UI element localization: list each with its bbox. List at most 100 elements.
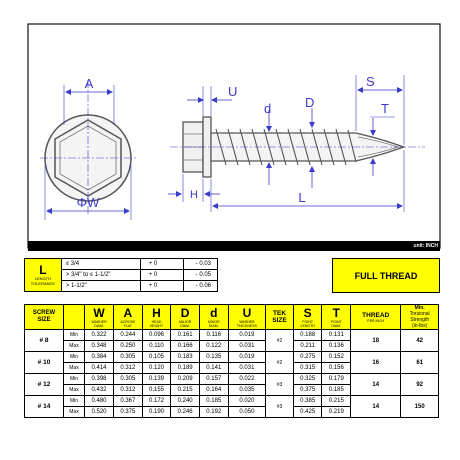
dimension-h: H — [168, 174, 220, 202]
header-tek-word: TEK — [273, 310, 287, 317]
dimension-t: T — [370, 101, 395, 176]
cell-h: 0.190 — [141, 406, 172, 418]
cell-minor-d: 0.157 — [198, 373, 229, 385]
header-u-sub-1: WASHER — [239, 319, 255, 324]
max-label: Max — [63, 406, 85, 418]
header-s-sub-1: POINT — [302, 319, 313, 324]
cell-thread: 18 — [350, 329, 402, 352]
header-t-letter: T — [332, 305, 340, 320]
dimension-d-minor: d — [264, 101, 272, 185]
cell-tek: #2 — [265, 351, 294, 374]
cell-a: 0.250 — [113, 340, 143, 352]
screw-technical-drawing: A ΦW — [27, 23, 441, 249]
cell-u: 0.050 — [227, 406, 267, 418]
header-h: H HEAD HEIGHT — [141, 304, 172, 330]
cell-thread: 16 — [350, 351, 402, 374]
tolerance-plus: + 0 — [139, 280, 184, 292]
cell-major-d: 0.240 — [170, 395, 200, 407]
header-w-sub-2: DIAM. — [94, 323, 104, 328]
label-t: T — [381, 101, 389, 116]
cell-torsion: 42 — [400, 329, 439, 352]
screw-size: # 8 — [24, 329, 64, 352]
dimension-d-major: D — [305, 95, 315, 188]
table-row: Max 0.520 0.375 0.190 0.246 0.192 0.050 … — [25, 406, 439, 418]
label-d: d — [264, 101, 271, 116]
header-thread-word: THREAD — [362, 311, 390, 319]
cell-major-d: 0.189 — [170, 362, 200, 374]
header-tek-size-word: SIZE — [272, 317, 287, 324]
label-s: S — [366, 74, 375, 89]
cell-s: 0.211 — [292, 340, 323, 352]
cell-w: 0.384 — [83, 351, 115, 363]
cell-t: 0.185 — [321, 384, 352, 396]
header-s-sub-2: LENGTH — [300, 323, 315, 328]
label-h: H — [190, 189, 198, 201]
header-min-torsional-3: Strength — [410, 317, 430, 323]
cell-a: 0.375 — [113, 406, 143, 418]
max-label: Max — [63, 384, 85, 396]
cell-s: 0.375 — [292, 384, 323, 396]
cell-minor-d: 0.185 — [198, 395, 229, 407]
unit-label: unit: INCH — [413, 243, 438, 249]
header-h-letter: H — [152, 305, 161, 320]
dimension-u: U — [187, 84, 237, 116]
cell-tek: #2 — [265, 329, 294, 352]
header-h-sub-1: HEAD — [151, 319, 162, 324]
cell-minor-d: 0.164 — [198, 384, 229, 396]
cell-a: 0.244 — [113, 329, 143, 341]
header-tek-size: TEK SIZE — [265, 304, 294, 330]
tolerance-sublabel-2: TOLERANCE — [30, 281, 56, 286]
header-thread-sub: PER INCH — [367, 318, 385, 323]
header-thread: THREAD PER INCH — [350, 304, 402, 330]
cell-s: 0.275 — [292, 351, 323, 363]
header-min-torsional: Min. Torsional Strength (in-lbs) — [400, 304, 439, 330]
full-thread-box: FULL THREAD — [332, 258, 440, 293]
tolerance-label-cell: L LENGTH TOLERANCE — [24, 258, 62, 292]
unit-bar — [28, 241, 440, 251]
header-w-letter: W — [93, 305, 105, 320]
label-l: L — [298, 190, 305, 205]
label-u: U — [228, 84, 237, 99]
header-w: W WASHER DIAM. — [83, 304, 115, 330]
header-minor-d-letter: d — [210, 305, 218, 320]
header-min-torsional-4: (in-lbs) — [412, 323, 428, 329]
tolerance-sublabel-1: LENGTH — [34, 276, 52, 281]
tolerance-condition: > 1-1/2" — [60, 280, 141, 292]
tolerance-minus: - 0.03 — [182, 258, 219, 270]
cell-w: 0.398 — [83, 373, 115, 385]
cell-minor-d: 0.192 — [198, 406, 229, 418]
cell-minor-d: 0.116 — [198, 329, 229, 341]
cell-a: 0.312 — [113, 384, 143, 396]
tolerance-label: L — [39, 263, 47, 277]
header-t-sub-2: DIAM. — [331, 323, 342, 328]
header-minor-d-sub-2: DIAM. — [208, 323, 219, 328]
header-min-torsional-2: Torsional — [409, 311, 430, 317]
cell-s: 0.425 — [292, 406, 323, 418]
header-minor-d-sub-1: MINOR — [207, 319, 220, 324]
header-major-d-letter: D — [180, 305, 190, 320]
min-label: Min — [63, 351, 85, 363]
cell-h: 0.110 — [141, 340, 172, 352]
cell-torsion: 150 — [400, 395, 439, 418]
cell-major-d: 0.209 — [170, 373, 200, 385]
max-label: Max — [63, 362, 85, 374]
cell-thread: 14 — [350, 373, 402, 396]
cell-a: 0.305 — [113, 351, 143, 363]
table-row: # 10 Min 0.384 0.305 0.105 0.183 0.135 0… — [24, 351, 439, 374]
header-a-sub-1: ACROSS — [120, 319, 136, 324]
max-label: Max — [63, 340, 85, 352]
cell-s: 0.385 — [292, 395, 323, 407]
table-row: > 3/4" to ≤ 1-1/2" + 0 - 0.05 — [25, 269, 219, 281]
min-label: Min — [63, 373, 85, 385]
cell-major-d: 0.161 — [170, 329, 200, 341]
table-header-row: SCREW SIZE W WASHER DIAM. A ACROSS FLAT … — [24, 304, 439, 330]
cell-u: 0.035 — [227, 384, 267, 396]
table-row: # 14 Min 0.480 0.367 0.172 0.240 0.185 0… — [24, 395, 439, 418]
header-u-sub-2: THICKNESS — [236, 323, 257, 328]
header-w-sub-1: WASHER — [91, 319, 107, 324]
header-major-d-sub-1: MAJOR — [179, 319, 192, 324]
table-row: L LENGTH TOLERANCE ≤ 3/4 + 0 - 0.03 — [24, 258, 219, 292]
header-a: A ACROSS FLAT — [113, 304, 143, 330]
min-label: Min — [63, 395, 85, 407]
cell-s: 0.315 — [292, 362, 323, 374]
